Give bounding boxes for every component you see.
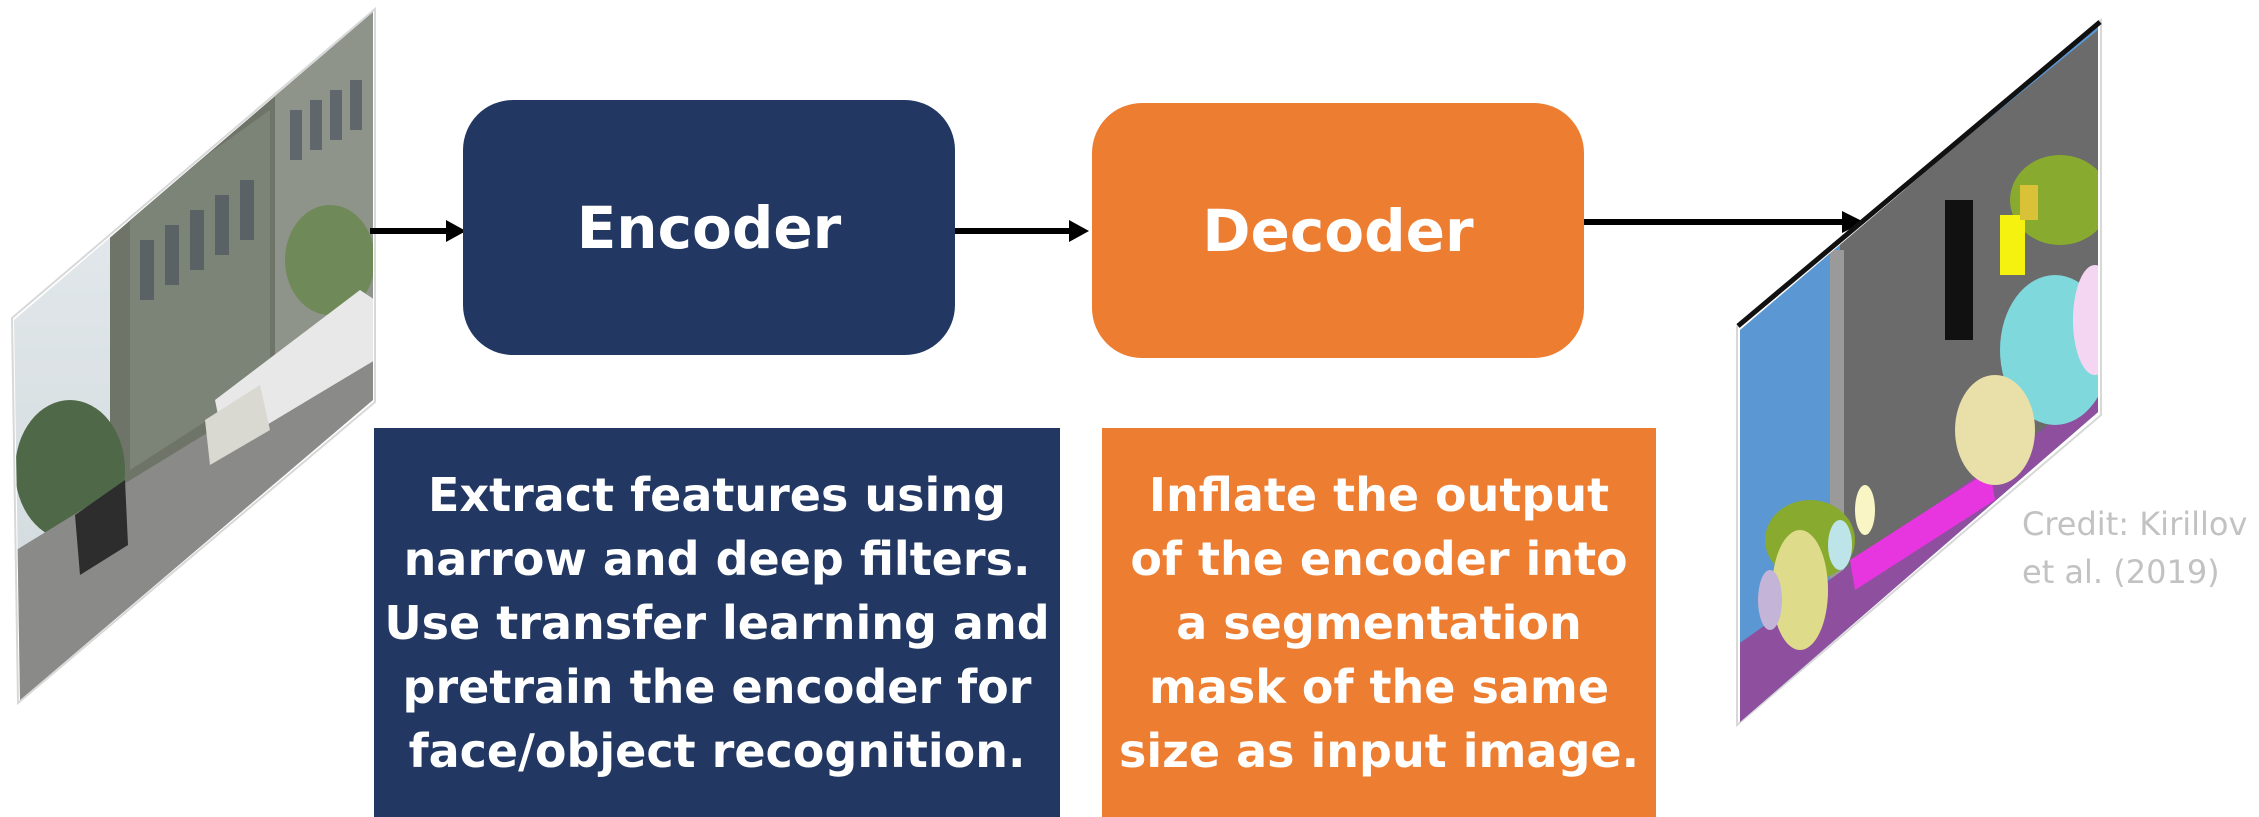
encoder-description-line: Use transfer learning and xyxy=(384,595,1050,650)
decoder-description: Inflate the output of the encoder into a… xyxy=(1102,428,1656,817)
encoder-label: Encoder xyxy=(576,193,842,262)
decoder-box: Decoder xyxy=(1092,103,1584,358)
encoder-description-line: Extract features using xyxy=(428,467,1006,522)
decoder-description-line: of the encoder into xyxy=(1130,531,1628,586)
credit-line: et al. (2019) xyxy=(2022,553,2220,591)
arrow-input-to-encoder xyxy=(370,220,466,242)
encoder-description-line: narrow and deep filters. xyxy=(403,531,1031,586)
encoder-description-line: face/object recognition. xyxy=(408,723,1026,778)
credit-line: Credit: Kirillov xyxy=(2022,505,2248,543)
input-street-image xyxy=(10,6,376,706)
encoder-box: Encoder xyxy=(463,100,955,355)
arrow-decoder-to-output xyxy=(1584,211,1864,233)
encoder-description-line: pretrain the encoder for xyxy=(402,659,1032,714)
credit-text: Credit: Kirillov et al. (2019) xyxy=(2022,500,2247,596)
decoder-label: Decoder xyxy=(1202,196,1474,265)
decoder-description-line: size as input image. xyxy=(1118,723,1640,778)
encoder-description: Extract features using narrow and deep f… xyxy=(374,428,1060,817)
arrow-encoder-to-decoder xyxy=(955,220,1089,242)
decoder-description-line: a segmentation xyxy=(1176,595,1582,650)
decoder-description-line: Inflate the output xyxy=(1148,467,1610,522)
output-segmentation-mask xyxy=(1736,17,2102,728)
decoder-description-line: mask of the same xyxy=(1148,659,1610,714)
